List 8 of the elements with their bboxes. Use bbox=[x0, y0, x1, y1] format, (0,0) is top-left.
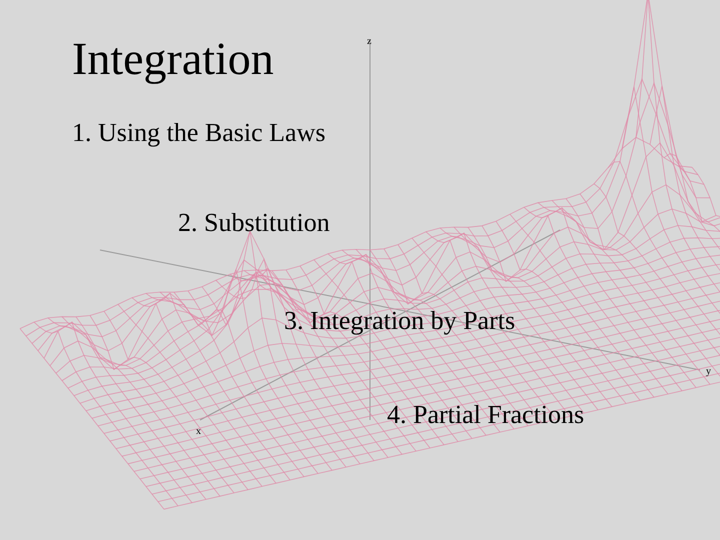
list-item: 2. Substitution bbox=[178, 207, 330, 239]
axis-label: z bbox=[367, 36, 372, 48]
axis-label: x bbox=[196, 426, 201, 438]
list-item: 4. Partial Fractions bbox=[387, 399, 584, 431]
list-item: 3. Integration by Parts bbox=[284, 305, 516, 337]
axis-label: y bbox=[706, 366, 711, 378]
list-item: 1. Using the Basic Laws bbox=[72, 117, 326, 149]
slide-title: Integration bbox=[72, 32, 274, 86]
